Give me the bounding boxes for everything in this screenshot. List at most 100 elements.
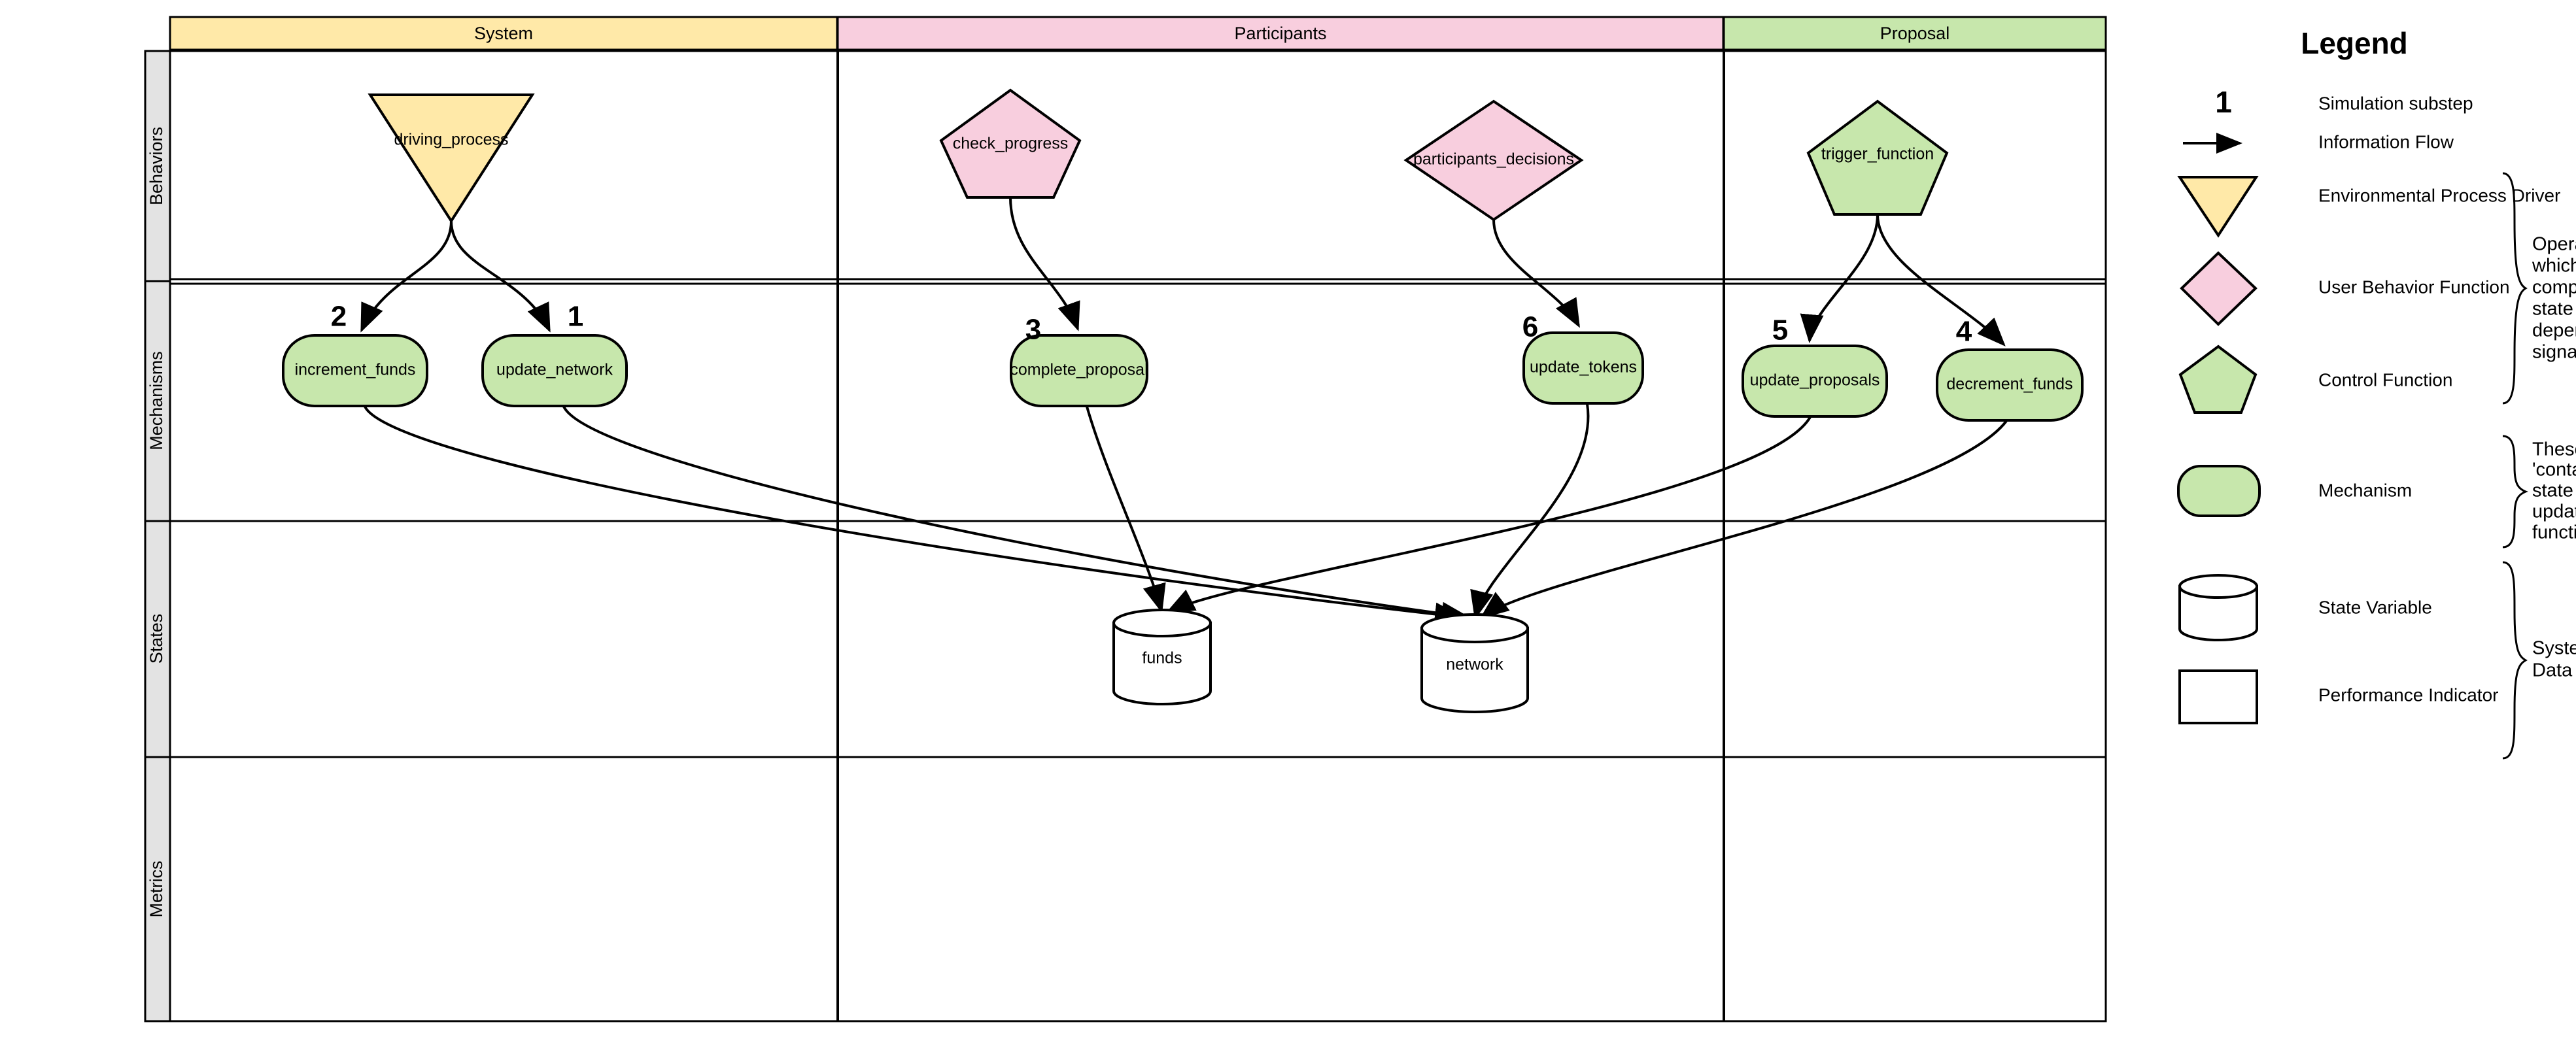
node-participants_decisions[interactable]: participants_decisions xyxy=(1403,99,1584,222)
substep-label-6: 6 xyxy=(1522,311,1538,343)
legend-user-behavior-fn-label: User Behavior Function xyxy=(2318,277,2510,297)
cylinder-icon xyxy=(2178,585,2258,641)
legend-item-env-process-driver: Environmental Process Driver xyxy=(2177,176,2560,238)
node-increment_funds-label: increment_funds xyxy=(295,361,416,379)
edge-decrement_funds-network xyxy=(1479,420,2008,619)
node-trigger_function-label: trigger_function xyxy=(1821,145,1934,163)
substep-label-5: 5 xyxy=(1772,314,1788,346)
node-check_progress-label: check_progress xyxy=(953,135,1068,153)
node-decrement_funds[interactable]: decrement_funds xyxy=(1936,348,2084,422)
legend-brace-operators-line-2: which xyxy=(2532,256,2576,277)
legend-mechanism-label: Mechanism xyxy=(2318,480,2412,500)
node-check_progress[interactable]: check_progress xyxy=(939,88,1082,199)
node-network[interactable]: network xyxy=(1420,613,1529,713)
legend-brace-system-data-line-1: System xyxy=(2532,638,2576,659)
legend-performance-indicator-label: Performance Indicator xyxy=(2318,684,2498,705)
node-funds[interactable]: funds xyxy=(1112,609,1212,705)
legend-brace-mechanisms-line-5: functions xyxy=(2532,522,2576,543)
row-header-metrics: Metrics xyxy=(144,756,171,1022)
legend-item-control-function: Control Function xyxy=(2178,345,2452,414)
row-header-behaviors: Behaviors xyxy=(144,50,171,282)
column-header-system: System xyxy=(169,16,838,51)
grid: System Participants Proposal Behaviors M… xyxy=(144,16,2107,1022)
legend-brace-operators-line-5: dependent xyxy=(2532,320,2576,341)
legend-brace-operators-line-4: state xyxy=(2532,299,2573,320)
legend-env-process-driver-label: Environmental Process Driver xyxy=(2318,185,2560,205)
legend-item-information-flow: Information Flow xyxy=(2183,131,2454,154)
substep-label-2: 2 xyxy=(331,301,347,333)
row-header-metrics-label: Metrics xyxy=(146,861,166,918)
substep-labels-layer: 1 2 3 4 5 6 xyxy=(331,301,1972,348)
pentagon-icon xyxy=(2178,345,2258,414)
triangle-down-icon xyxy=(2177,176,2259,238)
legend-brace-mechanisms: These 'contain' state update functions T… xyxy=(2502,435,2576,548)
legend-panel: Legend 1 Simulation substep Information … xyxy=(2177,26,2576,760)
edge-trigger_function-update_proposals xyxy=(1800,214,1879,343)
column-header-system-label: System xyxy=(474,24,533,43)
row-header-mechanisms: Mechanisms xyxy=(144,280,171,522)
edges-layer xyxy=(360,197,2008,626)
node-decrement_funds-label: decrement_funds xyxy=(1946,375,2072,394)
substep-label-1: 1 xyxy=(568,301,583,333)
legend-simulation-substep-label: Simulation substep xyxy=(2318,93,2473,113)
edge-driving_process-update_network xyxy=(450,220,551,333)
legend-brace-mechanisms-line-2: 'contain' xyxy=(2532,460,2576,481)
legend-simulation-substep-number: 1 xyxy=(2215,85,2232,119)
legend-brace-system-data-line-2: Data xyxy=(2532,660,2573,681)
legend-item-state-variable: State Variable xyxy=(2178,574,2432,641)
edge-driving_process-increment_funds xyxy=(360,220,453,333)
node-update_network-label: update_network xyxy=(496,361,613,379)
edge-update_tokens-network xyxy=(1470,403,1590,620)
substep-label-3: 3 xyxy=(1025,314,1041,346)
node-driving_process-label: driving_process xyxy=(394,131,508,149)
nodes-layer: driving_process check_progress participa… xyxy=(282,88,2084,713)
node-update_proposals[interactable]: update_proposals xyxy=(1742,345,1888,418)
node-update_proposals-label: update_proposals xyxy=(1750,371,1880,390)
column-header-proposal-label: Proposal xyxy=(1880,24,1950,43)
substep-label-4: 4 xyxy=(1956,316,1972,348)
node-driving_process[interactable]: driving_process xyxy=(368,93,535,224)
edge-update_network-network xyxy=(562,406,1470,626)
legend-state-variable-label: State Variable xyxy=(2318,597,2432,617)
row-header-states: States xyxy=(144,520,171,758)
mechanism-icon xyxy=(2177,465,2261,517)
legend-brace-operators: Operators which compute state dependent … xyxy=(2502,172,2576,405)
column-header-participants: Participants xyxy=(836,16,1725,51)
node-update_tokens[interactable]: update_tokens xyxy=(1522,331,1644,405)
column-header-proposal: Proposal xyxy=(1723,16,2107,51)
node-trigger_function[interactable]: trigger_function xyxy=(1806,99,1949,216)
node-participants_decisions-label: participants_decisions xyxy=(1413,150,1574,169)
legend-brace-system-data: System Data System Data xyxy=(2502,561,2576,760)
node-funds-label: funds xyxy=(1142,649,1182,667)
legend-information-flow-label: Information Flow xyxy=(2318,131,2454,152)
legend-brace-mechanisms-line-4: update xyxy=(2532,501,2576,522)
node-complete_proposal[interactable]: complete_proposal xyxy=(1010,334,1148,407)
edge-update_proposals-funds xyxy=(1165,416,1812,613)
edge-increment_funds-network xyxy=(364,406,1464,626)
legend-item-simulation-substep: 1 Simulation substep xyxy=(2215,85,2473,119)
legend-item-performance-indicator: Performance Indicator xyxy=(2178,669,2498,724)
legend-item-mechanism: Mechanism xyxy=(2177,465,2412,517)
node-update_tokens-label: update_tokens xyxy=(1530,358,1637,377)
edge-complete_proposal-funds xyxy=(1086,406,1166,613)
node-network-label: network xyxy=(1446,656,1503,674)
legend-title: Legend xyxy=(2301,26,2408,60)
legend-brace-mechanisms-line-1: These xyxy=(2532,439,2576,460)
legend-brace-operators-line-3: compute xyxy=(2532,277,2576,298)
rectangle-icon xyxy=(2178,669,2258,724)
node-update_network[interactable]: update_network xyxy=(481,334,628,407)
row-header-behaviors-label: Behaviors xyxy=(146,127,166,205)
row-header-states-label: States xyxy=(146,614,166,664)
diamond-icon xyxy=(2180,251,2258,326)
legend-brace-operators-line-6: signals xyxy=(2532,342,2576,363)
edge-participants_decisions-update_tokens xyxy=(1492,219,1580,328)
legend-brace-operators-line-1: Operators xyxy=(2532,234,2576,255)
legend-control-function-label: Control Function xyxy=(2318,369,2452,390)
edge-trigger_function-decrement_funds xyxy=(1876,214,2006,346)
node-increment_funds[interactable]: increment_funds xyxy=(282,334,428,407)
node-complete_proposal-label: complete_proposal xyxy=(1010,361,1148,379)
legend-item-user-behavior-fn: User Behavior Function xyxy=(2180,251,2510,326)
edge-check_progress-complete_proposal xyxy=(1009,197,1080,331)
grid-body xyxy=(169,50,2107,1022)
